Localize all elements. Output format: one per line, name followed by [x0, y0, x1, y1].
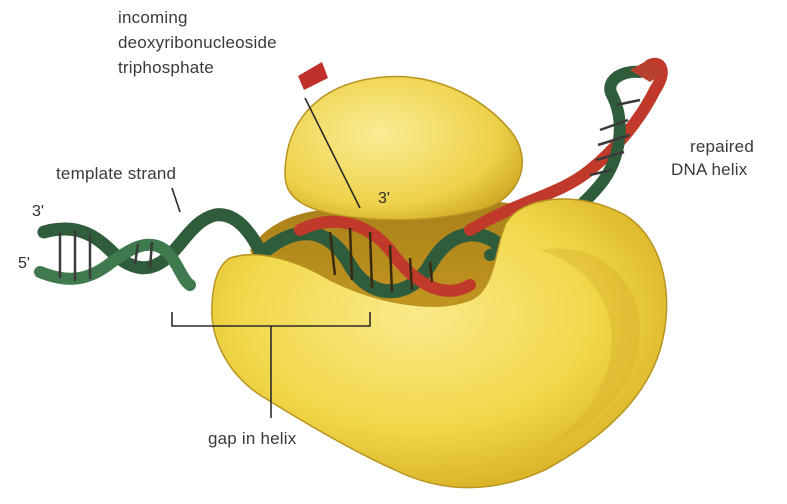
end-5prime-left: 5'	[18, 255, 30, 273]
gap-label: gap in helix	[208, 428, 296, 449]
protein-top-lobe	[285, 77, 522, 220]
repaired-label-line-1: repaired	[690, 136, 754, 157]
incoming-nucleotide	[298, 62, 328, 90]
end-3prime-center: 3'	[378, 190, 390, 208]
repaired-label-line-2: DNA helix	[671, 159, 747, 180]
end-3prime-left: 3'	[32, 203, 44, 221]
incoming-label-line-3: triphosphate	[118, 57, 214, 78]
template-strand-label: template strand	[56, 163, 176, 184]
incoming-label-line-2: deoxyribonucleoside	[118, 32, 277, 53]
incoming-label-line-1: incoming	[118, 7, 188, 28]
